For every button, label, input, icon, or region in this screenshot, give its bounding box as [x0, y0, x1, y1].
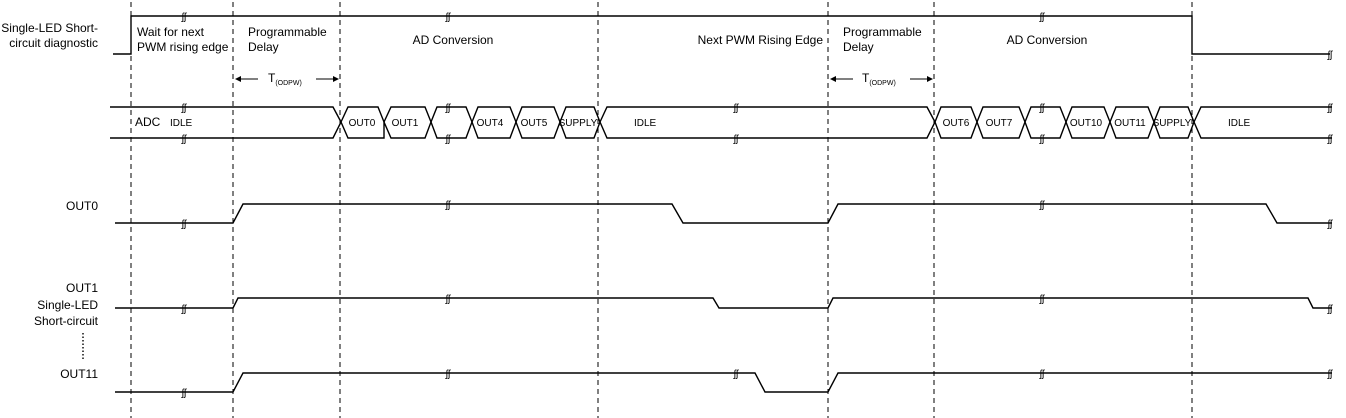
svg-text:ʃʃ: ʃʃ — [1039, 134, 1045, 145]
t-odpw-label-2: T(ODPW) — [862, 71, 896, 87]
svg-text:ʃʃ: ʃʃ — [733, 134, 739, 145]
diag-signal-label-1: Single-LED Short- — [1, 21, 98, 35]
svg-text:ʃʃ: ʃʃ — [445, 134, 451, 145]
svg-text:ʃʃ: ʃʃ — [445, 294, 451, 305]
t-odpw-label-1: T(ODPW) — [268, 71, 302, 87]
diag-signal-waveform — [113, 15, 1330, 55]
phase-prog-delay-label-1: Programmable — [248, 25, 327, 39]
diag-signal-breaks: ʃʃ ʃʃ ʃʃ ʃʃ — [181, 12, 1333, 61]
svg-text:ʃʃ: ʃʃ — [181, 388, 187, 399]
svg-text:ʃʃ: ʃʃ — [445, 369, 451, 380]
adc-cell-supply-1: SUPPLY — [559, 118, 598, 129]
phase-ad-conversion-label-1: AD Conversion — [413, 33, 494, 47]
svg-text:ʃʃ: ʃʃ — [181, 219, 187, 230]
adc-cell-out11: OUT11 — [1114, 118, 1146, 129]
phase-wait-label-2: PWM rising edge — [137, 40, 229, 54]
out0-waveform — [115, 203, 1332, 224]
svg-text:ʃʃ: ʃʃ — [445, 103, 451, 114]
svg-text:ʃʃ: ʃʃ — [181, 12, 187, 23]
out11-waveform — [115, 372, 1332, 393]
out11-label: OUT11 — [60, 367, 98, 381]
phase-ad-conversion-label-2: AD Conversion — [1007, 33, 1088, 47]
adc-cell-out0: OUT0 — [349, 118, 376, 129]
svg-text:ʃʃ: ʃʃ — [1327, 50, 1333, 61]
adc-cell-out6: OUT6 — [943, 118, 970, 129]
adc-cell-supply-2: SUPPLY — [1153, 118, 1192, 129]
svg-text:ʃʃ: ʃʃ — [1327, 369, 1333, 380]
adc-cell-out4: OUT4 — [477, 118, 504, 129]
svg-text:ʃʃ: ʃʃ — [1039, 369, 1045, 380]
svg-text:ʃʃ: ʃʃ — [181, 134, 187, 145]
out1-breaks: ʃʃ ʃʃ ʃʃ ʃʃ — [181, 294, 1333, 315]
out1-waveform — [115, 297, 1332, 309]
out1-label: OUT1 — [66, 281, 98, 295]
t-odpw-arrow-2 — [830, 76, 933, 82]
svg-text:ʃʃ: ʃʃ — [1039, 200, 1045, 211]
svg-text:ʃʃ: ʃʃ — [445, 200, 451, 211]
out0-breaks: ʃʃ ʃʃ ʃʃ ʃʃ — [181, 200, 1333, 230]
phase-next-pwm-label: Next PWM Rising Edge — [698, 33, 824, 47]
svg-text:ʃʃ: ʃʃ — [181, 103, 187, 114]
svg-text:ʃʃ: ʃʃ — [1039, 12, 1045, 23]
svg-text:ʃʃ: ʃʃ — [1327, 134, 1333, 145]
t-odpw-arrow-1 — [235, 76, 339, 82]
svg-text:ʃʃ: ʃʃ — [1039, 103, 1045, 114]
phase-prog-delay-label-2: Delay — [248, 40, 279, 54]
diag-signal-label-2: circuit diagnostic — [9, 36, 98, 50]
phase-prog-delay-label-4: Delay — [843, 40, 874, 54]
adc-bus-breaks: ʃʃ ʃʃ ʃʃ ʃʃ ʃʃ ʃʃ ʃʃ ʃʃ ʃʃ ʃʃ — [181, 103, 1333, 145]
adc-idle-label-1: IDLE — [170, 118, 193, 129]
out1-sub-label-1: Single-LED — [37, 298, 98, 312]
svg-text:ʃʃ: ʃʃ — [1039, 294, 1045, 305]
phase-prog-delay-label-3: Programmable — [843, 25, 922, 39]
out11-breaks: ʃʃ ʃʃ ʃʃ ʃʃ ʃʃ — [181, 369, 1333, 399]
svg-text:ʃʃ: ʃʃ — [1327, 103, 1333, 114]
phase-wait-label-1: Wait for next — [137, 25, 205, 39]
adc-bus-waveform — [110, 106, 1332, 139]
svg-text:ʃʃ: ʃʃ — [733, 103, 739, 114]
svg-text:ʃʃ: ʃʃ — [1327, 304, 1333, 315]
adc-cell-out5: OUT5 — [521, 118, 548, 129]
adc-cell-out7: OUT7 — [986, 118, 1013, 129]
out1-sub-label-2: Short-circuit — [34, 314, 99, 328]
svg-text:ʃʃ: ʃʃ — [445, 12, 451, 23]
adc-cell-out1: OUT1 — [392, 118, 419, 129]
phase-separators — [130, 2, 1193, 418]
adc-cell-out10: OUT10 — [1070, 118, 1103, 129]
svg-text:ʃʃ: ʃʃ — [181, 304, 187, 315]
svg-text:ʃʃ: ʃʃ — [1327, 219, 1333, 230]
adc-idle-label-2: IDLE — [634, 118, 657, 129]
out0-label: OUT0 — [66, 199, 98, 213]
adc-idle-label-3: IDLE — [1228, 118, 1251, 129]
adc-bus-label: ADC — [135, 115, 161, 129]
svg-text:ʃʃ: ʃʃ — [733, 369, 739, 380]
